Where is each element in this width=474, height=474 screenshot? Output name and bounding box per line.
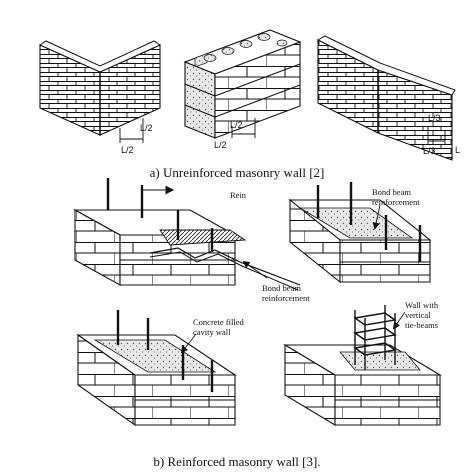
dim-label: L/2 <box>140 123 153 133</box>
reinforced-panel-bond-beam: Rein Bond beam reinforcement <box>72 178 310 303</box>
reinforced-panel-cavity-wall: Concrete filled cavity wall <box>76 310 246 427</box>
block-cores <box>203 33 288 62</box>
unreinforced-wall-1: L/2 L/2 <box>38 40 162 155</box>
unreinforced-wall-3: L/3 L/3 L <box>316 35 460 161</box>
dim-label: L/2 <box>214 140 227 150</box>
dim-label: L <box>455 145 460 155</box>
label-rein: Rein <box>230 190 247 200</box>
reinforced-panel-tie-beams: Wall with vertical tie-beams <box>283 300 442 426</box>
dim-label: L/2 <box>121 145 134 155</box>
dim-label: L/2 <box>230 120 243 130</box>
label-bond-beam-1: Bond beam reinforcement <box>262 283 310 303</box>
label-concrete-filled: Concrete filled cavity wall <box>193 317 246 337</box>
caption-reinforced: b) Reinforced masonry wall [3]. <box>153 454 320 469</box>
dim-label: L/3 <box>423 146 436 156</box>
label-wall-tie-beams: Wall with vertical tie-beams <box>405 300 440 330</box>
label-bond-beam-2: Bond beam reinforcement <box>372 187 420 207</box>
reinforced-panel-bond-beam-top: Bond beam reinforcement <box>288 182 432 284</box>
caption-unreinforced: a) Unreinforced masonry wall [2] <box>150 165 325 180</box>
dim-label: L/3 <box>428 113 441 123</box>
unreinforced-wall-2: L/2 L/2 <box>183 29 302 150</box>
